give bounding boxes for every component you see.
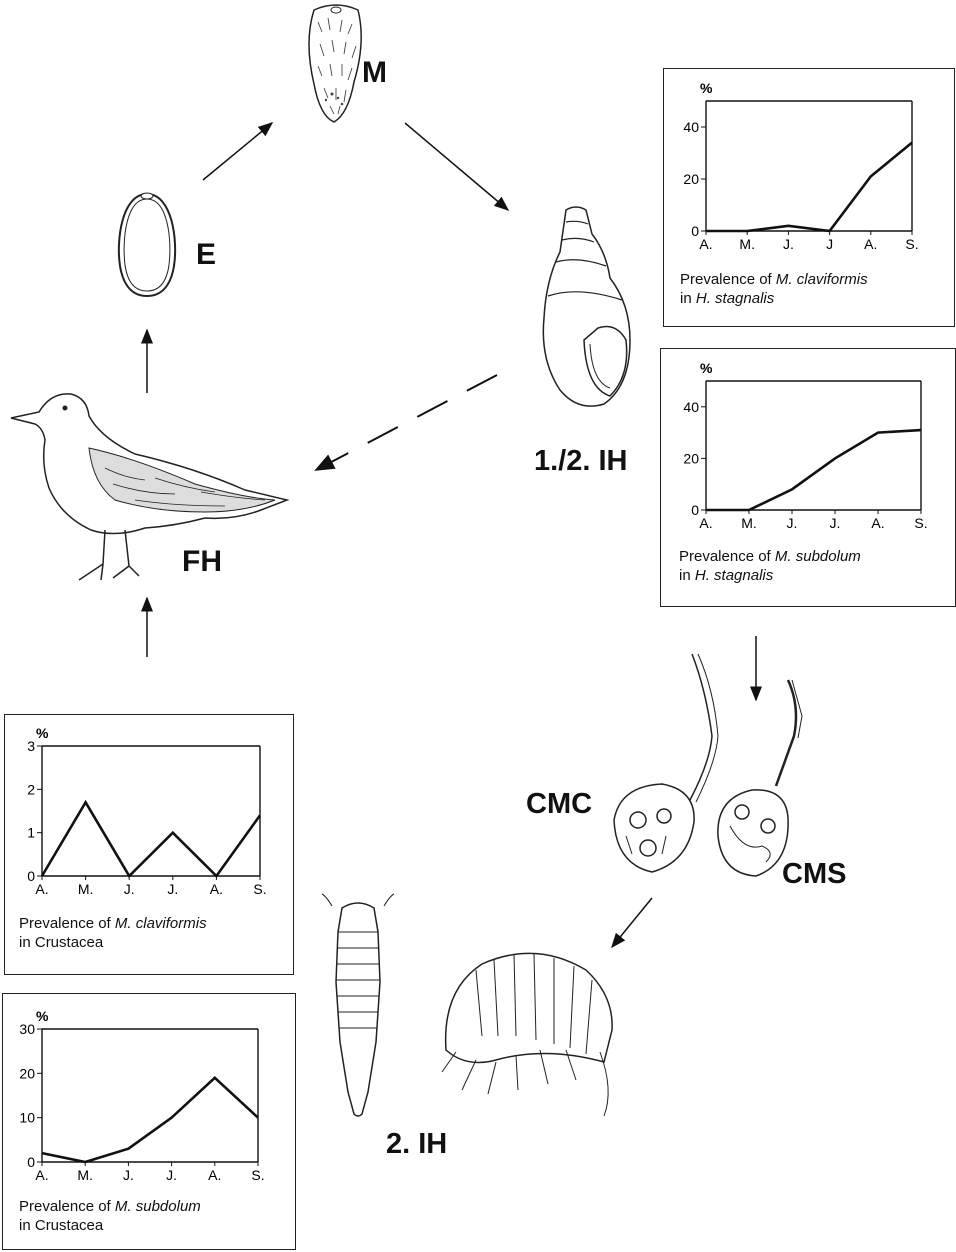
final-host-label: FH <box>182 545 222 579</box>
y-axis-label: % <box>700 80 713 96</box>
x-tick-label: M. <box>741 515 757 531</box>
y-tick-label: 20 <box>19 1065 35 1081</box>
y-tick-label: 40 <box>683 119 699 135</box>
y-tick-label: 20 <box>683 171 699 187</box>
cercaria-claviformis-label: CMC <box>526 788 592 821</box>
y-tick-label: 0 <box>27 1154 35 1170</box>
cercaria-subdolum-illustration <box>706 676 816 886</box>
x-tick-label: J. <box>830 515 841 531</box>
chart-0-caption-host-prefix: in <box>680 290 692 307</box>
chart-claviformis-stagnalis: % 0 20 40A. M. J. J A. S. Prevalence of M. clavi… <box>663 68 955 327</box>
chart-3-caption-host-prefix: in <box>19 1217 31 1234</box>
x-tick-label: M. <box>78 881 94 897</box>
y-axis-label: % <box>700 360 713 376</box>
miracidium-label: M <box>362 56 387 90</box>
x-tick-label: S. <box>905 236 918 252</box>
chart-1-caption-host: H. stagnalis <box>695 567 773 584</box>
x-tick-label: J. <box>123 1167 134 1183</box>
x-tick-label: J <box>826 236 833 252</box>
x-tick-label: A. <box>208 1167 221 1183</box>
chart-0-caption-prefix: Prevalence of <box>680 271 772 288</box>
y-tick-label: 20 <box>683 450 699 466</box>
x-tick-label: A. <box>35 881 48 897</box>
y-axis-label: % <box>36 725 49 741</box>
chart-3-caption: Prevalence of M. subdolum in Crustacea <box>19 1197 201 1235</box>
chart-1-caption-prefix: Prevalence of <box>679 548 771 565</box>
cercaria-subdolum-label: CMS <box>782 858 846 891</box>
chart-0-caption-host: H. stagnalis <box>696 290 774 307</box>
x-tick-label: J. <box>167 881 178 897</box>
chart-3-caption-prefix: Prevalence of <box>19 1198 111 1215</box>
chart-2-caption: Prevalence of M. claviformis in Crustace… <box>19 914 207 952</box>
series-line <box>706 430 921 510</box>
x-tick-label: J. <box>166 1167 177 1183</box>
x-tick-label: S. <box>914 515 927 531</box>
chart-subdolum-crustacea: % 0 10 20 30A. M. J. J. A. S. Prevalence of M. su… <box>2 993 296 1250</box>
x-tick-label: A. <box>699 236 712 252</box>
y-tick-label: 2 <box>27 781 35 797</box>
chart-1-caption-host-prefix: in <box>679 567 691 584</box>
chart-claviformis-crustacea: % 0 1 2 3A. M. J. J. A. S. Prevalence of M. clavi… <box>4 714 294 975</box>
arrow-egg-to-miracidium <box>203 123 272 180</box>
egg-illustration <box>112 190 182 300</box>
chart-1-caption: Prevalence of M. subdolum in H. stagnali… <box>679 547 861 585</box>
chart-2-caption-host: Crustacea <box>35 934 103 951</box>
x-tick-label: J. <box>783 236 794 252</box>
chart-0-caption-species: M. claviformis <box>776 271 868 288</box>
chart-2-caption-species: M. claviformis <box>115 915 207 932</box>
x-tick-label: A. <box>210 881 223 897</box>
x-tick-label: J. <box>124 881 135 897</box>
first-intermediate-host-label: 1./2. IH <box>534 445 628 478</box>
x-tick-label: A. <box>864 236 877 252</box>
series-line <box>706 143 912 231</box>
chart-0-caption: Prevalence of M. claviformis in H. stagn… <box>680 270 868 308</box>
isopod-illustration <box>318 892 398 1122</box>
chart-3-caption-species: M. subdolum <box>115 1198 201 1215</box>
x-tick-label: M. <box>77 1167 93 1183</box>
y-tick-label: 30 <box>19 1021 35 1037</box>
x-tick-label: M. <box>739 236 755 252</box>
y-tick-label: 0 <box>27 868 35 884</box>
y-tick-label: 0 <box>691 502 699 518</box>
x-tick-label: A. <box>35 1167 48 1183</box>
y-tick-label: 1 <box>27 825 35 841</box>
x-tick-label: A. <box>699 515 712 531</box>
chart-1-caption-species: M. subdolum <box>775 548 861 565</box>
x-tick-label: S. <box>251 1167 264 1183</box>
series-line <box>42 1078 258 1162</box>
x-tick-label: J. <box>787 515 798 531</box>
gull-illustration <box>5 388 295 598</box>
arrow-snail-to-bird-dashed <box>316 375 497 470</box>
amphipod-illustration <box>436 940 626 1120</box>
x-tick-label: A. <box>871 515 884 531</box>
second-intermediate-host-label: 2. IH <box>386 1128 447 1161</box>
series-line <box>42 802 260 876</box>
chart-3-caption-host: Crustacea <box>35 1217 103 1234</box>
x-tick-label: S. <box>253 881 266 897</box>
y-axis-label: % <box>36 1008 49 1024</box>
chart-2-caption-prefix: Prevalence of <box>19 915 111 932</box>
arrow-miracidium-to-snail <box>405 123 508 210</box>
snail-illustration <box>526 200 646 410</box>
y-tick-label: 0 <box>691 223 699 239</box>
egg-label: E <box>196 238 216 272</box>
chart-subdolum-stagnalis: % 0 20 40A. M. J. J. A. S. Prevalence of M. subd… <box>660 348 956 607</box>
y-tick-label: 40 <box>683 399 699 415</box>
chart-2-caption-host-prefix: in <box>19 934 31 951</box>
y-tick-label: 10 <box>19 1110 35 1126</box>
y-tick-label: 3 <box>27 738 35 754</box>
